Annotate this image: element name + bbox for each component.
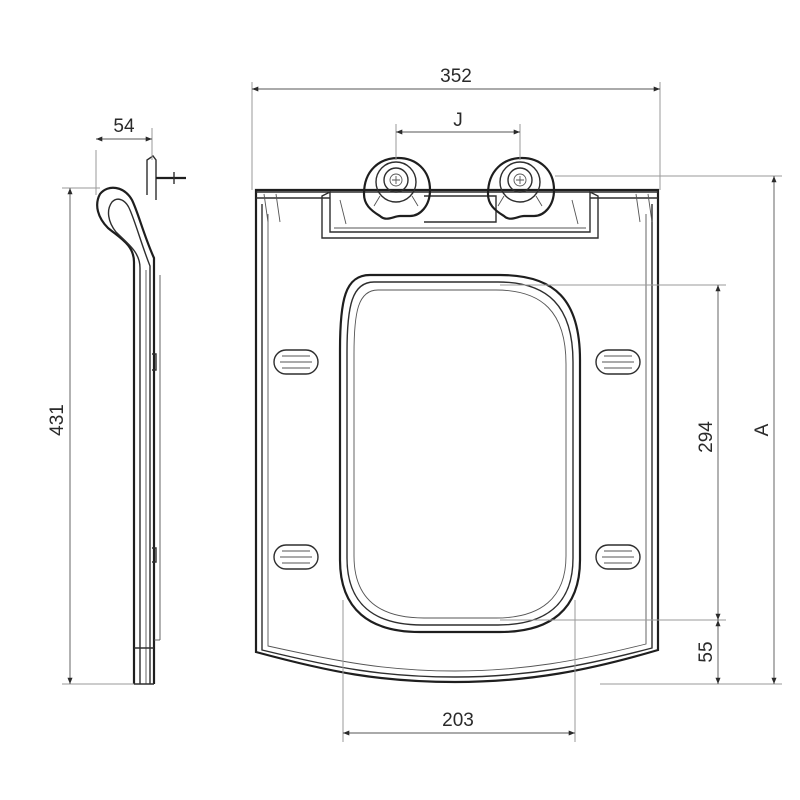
dimension-label-55: 55 (696, 641, 717, 662)
dimension-label-54: 54 (113, 116, 135, 137)
dimension-label-203: 203 (442, 710, 474, 731)
bumper-bottom-left (273, 544, 319, 570)
dimension-opening-width: 203 (342, 600, 576, 742)
dimension-overall-length: A (555, 175, 782, 685)
dimension-side-depth: 54 (95, 116, 153, 195)
side-view (96, 155, 186, 685)
dimension-total-width: 352 (251, 66, 661, 190)
bumper-bottom-right (595, 544, 641, 570)
dimension-front-offset: 55 (600, 620, 726, 685)
bumper-top-left (273, 349, 319, 375)
hinge-knob-right (486, 156, 556, 220)
bumper-top-right (595, 349, 641, 375)
dimension-label-431: 431 (47, 404, 68, 436)
dimension-label-352: 352 (440, 66, 472, 87)
dimension-label-a: A (752, 423, 773, 436)
dimension-label-j: J (453, 110, 463, 131)
dimension-side-height: 431 (47, 187, 134, 685)
dimension-label-294: 294 (696, 421, 717, 453)
hinge-knob-left (362, 156, 432, 220)
dimension-hinge-spacing: J (395, 110, 521, 160)
dimension-opening-length: 294 (500, 284, 726, 621)
top-view (254, 156, 660, 684)
